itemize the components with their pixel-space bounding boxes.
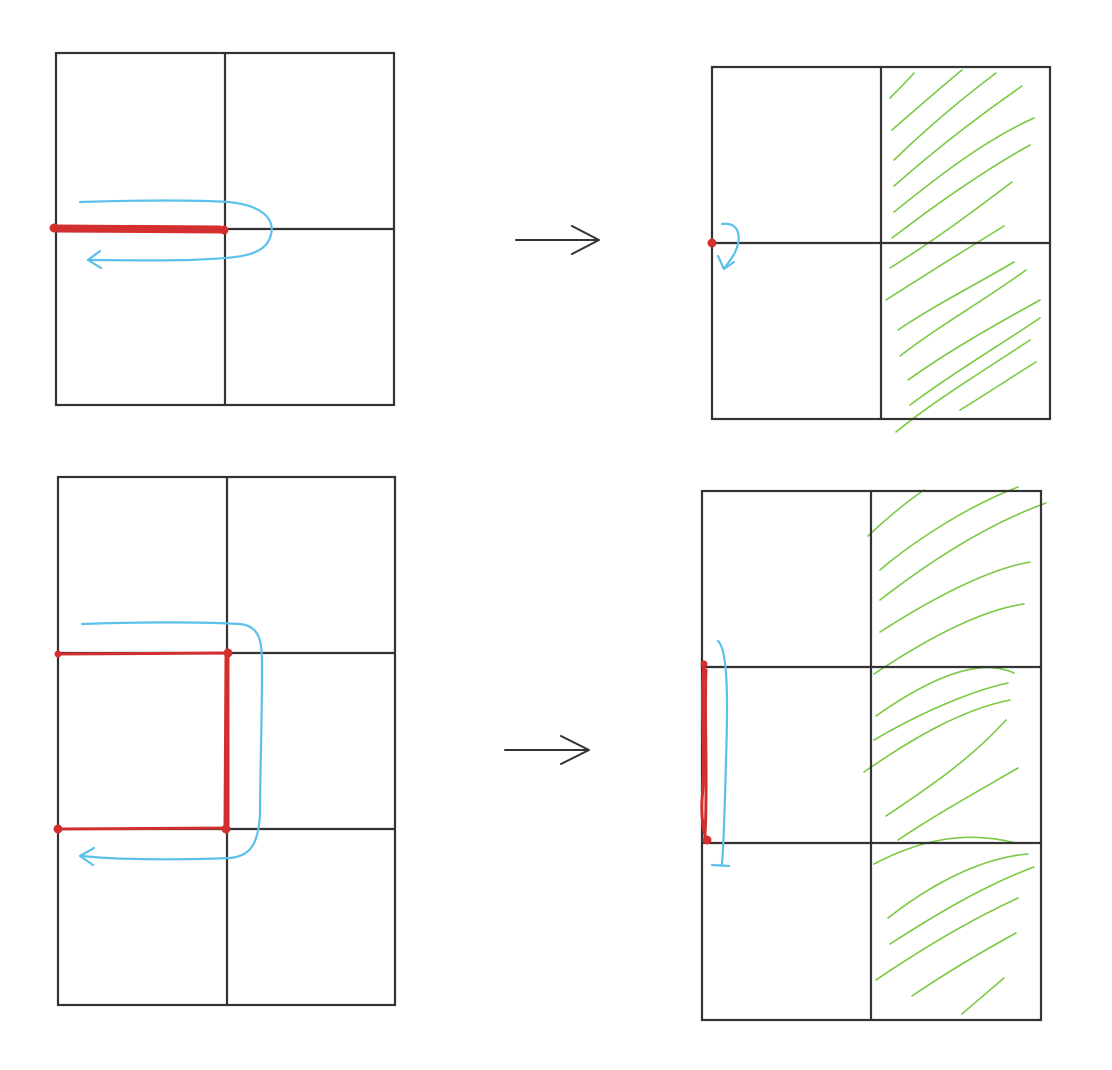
panel-bottom-left — [53, 475, 397, 1007]
hatch-stroke — [893, 72, 997, 161]
hatch-stroke — [873, 682, 1009, 741]
blue-arrowhead — [716, 254, 736, 271]
hatch-stroke — [893, 117, 1035, 213]
grid-bottom-right — [700, 489, 1043, 1022]
blue-arrowhead — [710, 863, 731, 868]
hatch-stroke — [893, 85, 1023, 187]
hatch-stroke — [959, 361, 1037, 411]
hatch-stroke — [879, 486, 1019, 571]
red-node — [702, 835, 712, 845]
arrow-head — [560, 735, 590, 765]
red-edge-path — [703, 668, 708, 837]
hatch-stroke — [873, 836, 1017, 865]
hatch-stroke — [863, 699, 1011, 773]
hatch-stroke — [897, 767, 1019, 841]
red-node — [54, 650, 62, 658]
hatch-stroke — [867, 489, 925, 537]
hatch-stroke — [885, 719, 1007, 817]
red-node — [707, 238, 717, 248]
hatch-stroke — [889, 181, 1013, 269]
blue-loop-arrow — [80, 621, 264, 861]
transition-arrow — [515, 225, 600, 255]
hatch-stroke — [961, 977, 1005, 1015]
hatch-stroke — [899, 269, 1027, 357]
hatch-stroke — [889, 866, 1035, 945]
hatch-stroke — [891, 144, 1031, 239]
blue-loop-arrow — [716, 639, 729, 866]
hatch-stroke — [879, 502, 1047, 601]
blue-loop-arrow — [78, 199, 273, 262]
hatch-stroke — [879, 561, 1031, 633]
hatch-stroke — [873, 603, 1025, 675]
red-node — [221, 824, 231, 834]
hatch-stroke — [891, 69, 963, 131]
blue-arrowhead — [78, 846, 96, 867]
red-edge-path — [52, 224, 226, 234]
panel-top-right — [707, 65, 1052, 433]
hatch-stroke — [895, 339, 1031, 433]
red-node — [223, 648, 233, 658]
red-edge-path — [223, 654, 228, 828]
red-node — [700, 660, 708, 668]
hatch-stroke — [907, 299, 1041, 381]
grid-top-right — [710, 65, 1052, 421]
blue-arrowhead — [86, 249, 103, 270]
green-hatching — [863, 486, 1047, 1015]
panel-bottom-right — [700, 486, 1047, 1022]
transition-arrow — [504, 735, 590, 765]
hatch-stroke — [875, 666, 1015, 717]
red-edge-path — [56, 651, 230, 831]
arrow-head — [571, 225, 600, 255]
hatch-stroke — [875, 897, 1019, 981]
panel-top-left — [49, 51, 396, 407]
red-node — [53, 824, 63, 834]
red-edge-path — [700, 662, 708, 842]
hatch-stroke — [909, 317, 1041, 406]
red-node — [219, 225, 229, 235]
green-hatching — [885, 69, 1041, 433]
red-node — [49, 223, 59, 233]
blue-loop-arrow — [720, 222, 740, 270]
hatch-stroke — [911, 932, 1017, 997]
hatch-stroke — [885, 225, 1005, 301]
hatch-stroke — [897, 261, 1015, 331]
hatch-stroke — [887, 853, 1029, 919]
hatch-stroke — [889, 72, 915, 99]
